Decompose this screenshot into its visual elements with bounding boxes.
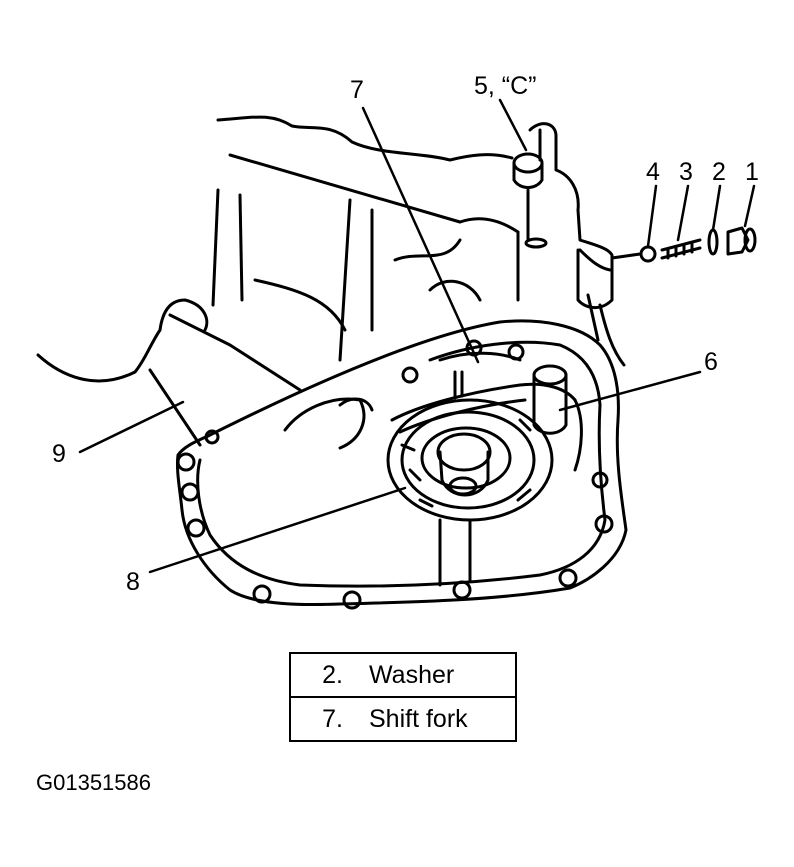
legend-number: 7. [322,704,343,733]
legend-row: 2. Washer [289,652,517,698]
callout-5: 5, “C” [474,72,537,100]
leader-lines [78,98,756,574]
callout-4: 4 [646,158,660,186]
callout-1: 1 [745,158,759,186]
side-boss [528,122,626,367]
callout-3: 3 [679,158,693,186]
legend-label: Washer [369,660,455,689]
legend-row: 7. Shift fork [289,696,517,742]
callout-8: 8 [126,568,140,596]
figure-id: G01351586 [36,770,151,795]
gear-shaft-assembly [386,398,554,522]
plug-5 [512,152,548,249]
case-flange [176,319,628,610]
callout-9: 9 [52,440,66,468]
case-ribs [283,351,522,587]
parts-legend: 2. Washer 7. Shift fork [289,652,517,742]
mounting-bracket [36,298,302,447]
callout-2: 2 [712,158,726,186]
callout-6: 6 [704,348,718,376]
exploded-parts [610,226,757,263]
legend-cell: 7. Shift fork [289,696,517,742]
callout-7: 7 [350,76,364,104]
upper-housing [211,115,520,362]
legend-label: Shift fork [369,704,468,733]
shift-rod [532,364,568,435]
legend-number: 2. [322,660,343,689]
legend-cell: 2. Washer [289,652,517,698]
